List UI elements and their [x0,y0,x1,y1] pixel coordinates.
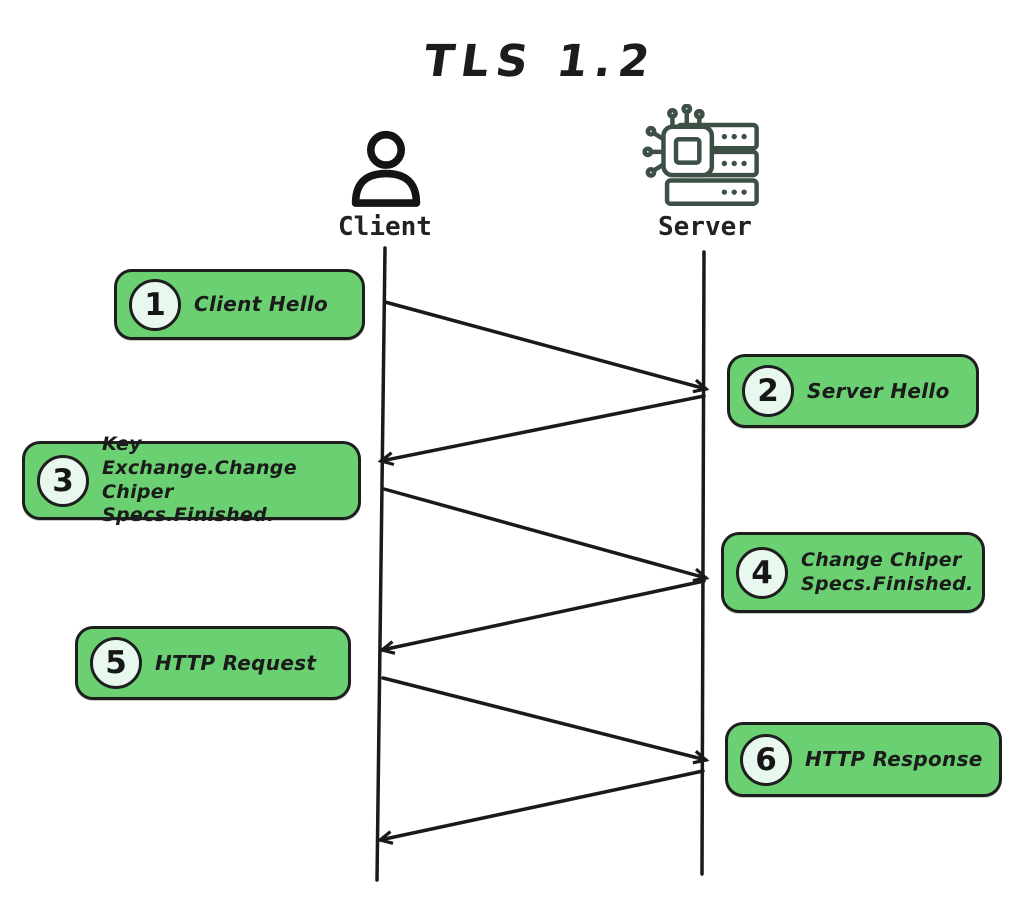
step-box-server-hello: 2 Server Hello [727,354,979,428]
step-label: Change Chiper Specs.Finished. [801,548,974,595]
arrow-change-cipher [378,579,706,655]
step-number-badge: 4 [736,546,788,599]
step-label: Client Hello [194,292,329,316]
server-rack-icon [642,103,762,214]
step-number-badge: 6 [740,733,792,786]
arrow-http-response [376,769,705,845]
client-person-icon [348,128,424,214]
server-label: Server [658,212,752,242]
server-lifeline [700,250,706,876]
client-lifeline [375,246,387,882]
step-box-http-request: 5 HTTP Request [75,626,351,700]
step-number-badge: 5 [90,637,142,689]
step-number-badge: 3 [37,454,89,507]
arrow-client-hello [383,300,710,394]
step-box-http-response: 6 HTTP Response [725,722,1002,797]
step-box-key-exchange: 3 Key Exchange.Change Chiper Specs.Finis… [22,433,361,526]
step-label: HTTP Response [805,747,983,771]
step-number-badge: 1 [129,278,181,331]
step-label: Key Exchange.Change Chiper Specs.Finishe… [102,433,297,527]
step-box-change-cipher: 4 Change Chiper Specs.Finished. [721,532,985,613]
step-number-badge: 2 [742,365,794,417]
client-label: Client [338,212,432,242]
step-box-client-hello: 1 Client Hello [114,269,365,340]
step-label: Server Hello [807,378,950,403]
arrow-server-hello [377,394,706,467]
arrow-http-request [381,676,710,765]
arrow-key-exchange [382,487,710,583]
step-label: HTTP Request [155,650,317,675]
